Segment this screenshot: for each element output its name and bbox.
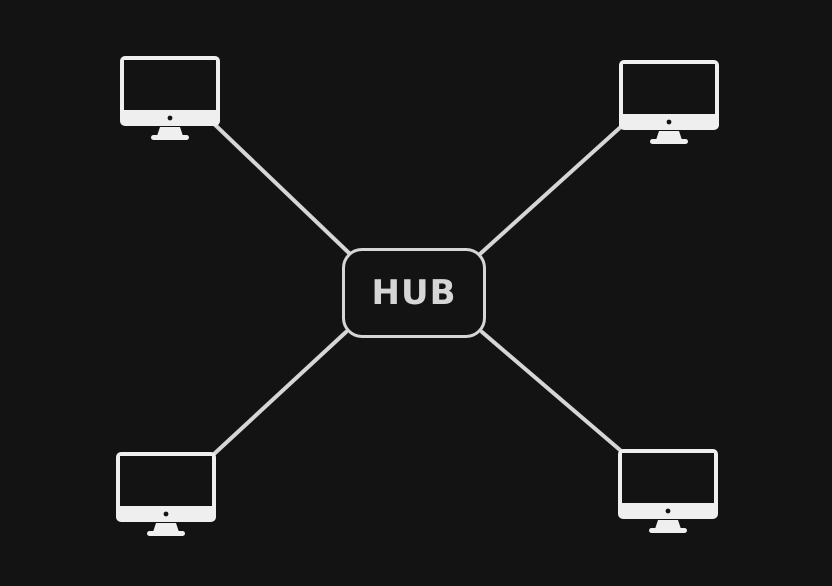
computer-node-top-left	[118, 54, 222, 144]
desktop-monitor-icon	[120, 56, 220, 140]
desktop-monitor-icon	[618, 449, 718, 533]
edge-hub-bottom-left	[212, 330, 348, 456]
computer-node-top-right	[617, 58, 721, 148]
computer-node-bottom-left	[114, 450, 218, 540]
desktop-monitor-icon	[619, 60, 719, 144]
hub-node: HUB	[342, 248, 486, 338]
desktop-monitor-icon	[116, 452, 216, 536]
edge-hub-bottom-right	[480, 330, 622, 452]
computer-node-bottom-right	[616, 447, 720, 537]
edge-hub-top-left	[208, 118, 352, 256]
hub-label: HUB	[371, 273, 457, 313]
edge-hub-top-right	[478, 122, 626, 256]
